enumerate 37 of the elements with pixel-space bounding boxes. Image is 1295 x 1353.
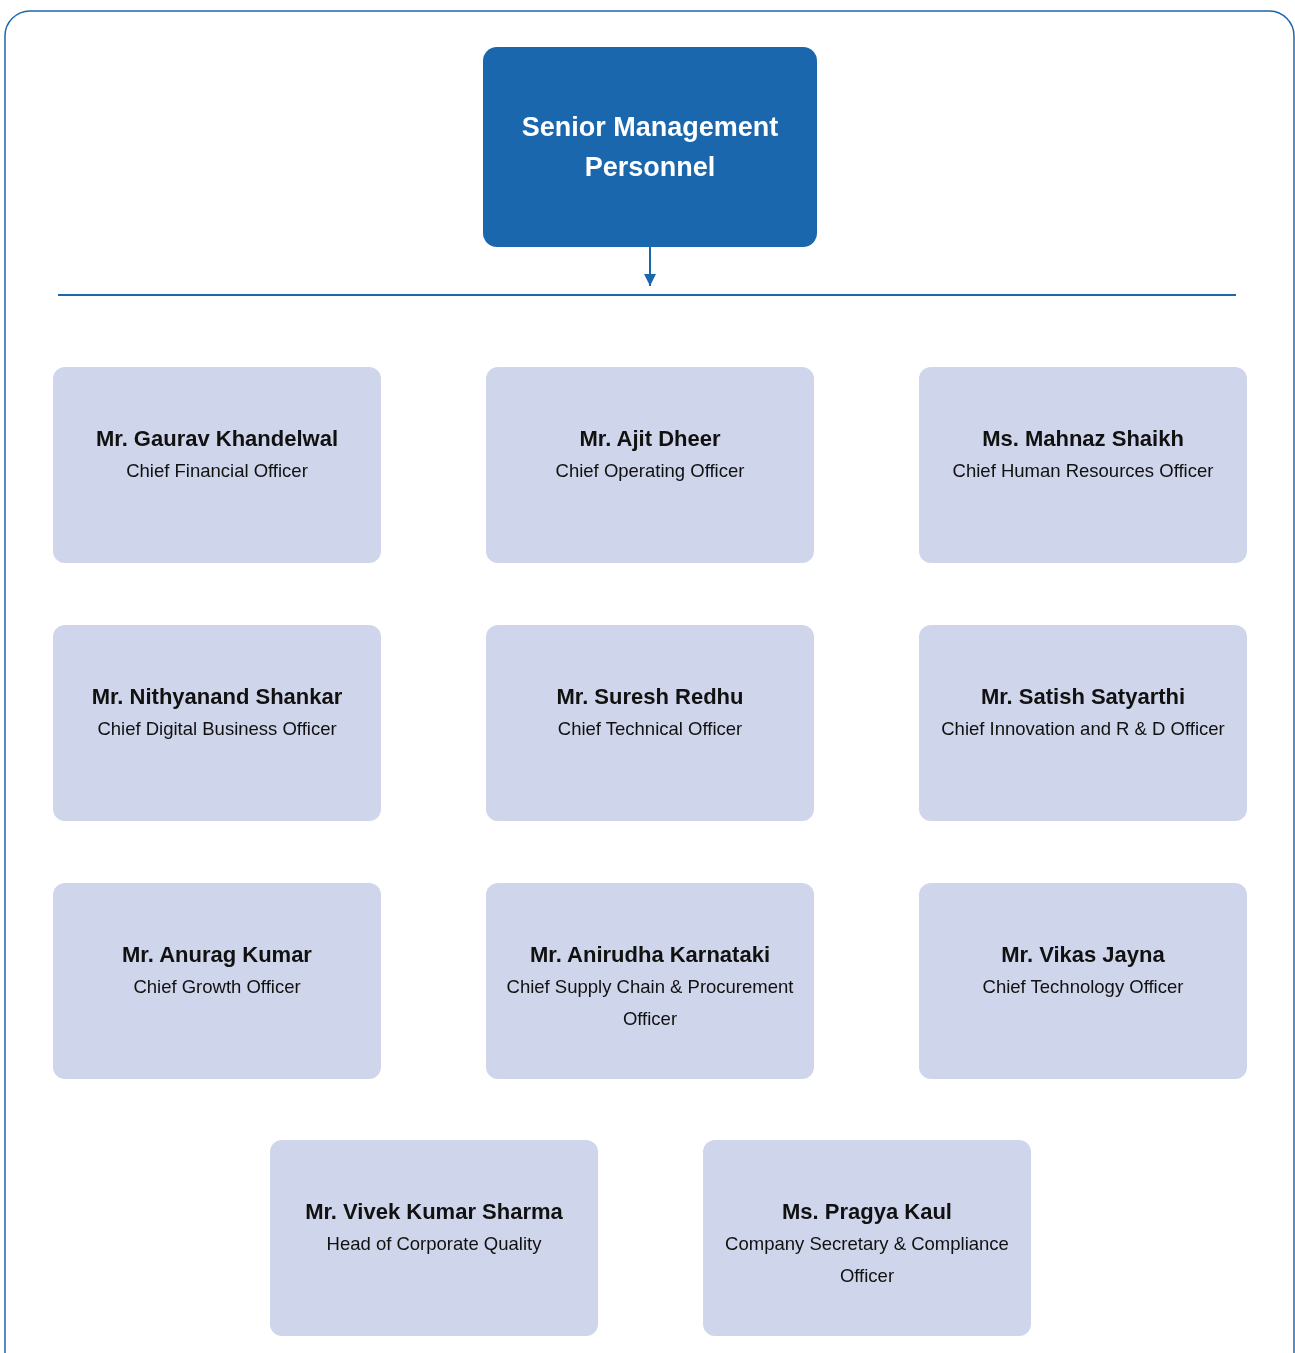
person-name: Mr. Anirudha Karnataki xyxy=(529,941,771,969)
person-box xyxy=(270,1140,598,1336)
job-title: Chief Growth Officer xyxy=(132,975,302,999)
job-title: Chief Technology Officer xyxy=(981,975,1185,999)
person-box xyxy=(919,883,1247,1079)
person-name: Mr. Nithyanand Shankar xyxy=(90,683,344,711)
person-box xyxy=(486,883,814,1079)
person-name: Mr. Gaurav Khandelwal xyxy=(94,425,340,453)
job-title: Chief Operating Officer xyxy=(554,459,746,483)
person-name: Mr. Vivek Kumar Sharma xyxy=(304,1198,564,1226)
person-name: Mr. Satish Satyarthi xyxy=(979,683,1187,711)
job-title: Head of Corporate Quality xyxy=(325,1232,543,1256)
person-name: Mr. Anurag Kumar xyxy=(121,941,313,969)
heading: Senior Management Personnel xyxy=(520,111,780,184)
person-box xyxy=(53,883,381,1079)
job-title: Chief Digital Business Officer xyxy=(96,717,338,741)
job-title: Chief Technical Officer xyxy=(556,717,744,741)
job-title: Company Secretary & Compliance Officer xyxy=(724,1232,1010,1288)
person-box xyxy=(486,367,814,563)
person-box xyxy=(703,1140,1031,1336)
person-box xyxy=(486,625,814,821)
job-title: Chief Human Resources Officer xyxy=(951,459,1215,483)
job-title: Chief Innovation and R & D Officer xyxy=(940,717,1226,741)
person-name: Mr. Vikas Jayna xyxy=(1000,941,1166,969)
person-name: Mr. Suresh Redhu xyxy=(555,683,745,711)
person-name: Mr. Ajit Dheer xyxy=(578,425,722,453)
arrow xyxy=(644,246,656,287)
person-box xyxy=(919,367,1247,563)
divider-bar xyxy=(58,294,1236,296)
person-box xyxy=(919,625,1247,821)
person-name: Ms. Pragya Kaul xyxy=(781,1198,953,1226)
title-box xyxy=(483,47,817,247)
person-name: Ms. Mahnaz Shaikh xyxy=(981,425,1185,453)
person-box xyxy=(53,625,381,821)
job-title: Chief Supply Chain & Procurement Officer xyxy=(505,975,795,1031)
person-box xyxy=(53,367,381,563)
job-title: Chief Financial Officer xyxy=(125,459,309,483)
